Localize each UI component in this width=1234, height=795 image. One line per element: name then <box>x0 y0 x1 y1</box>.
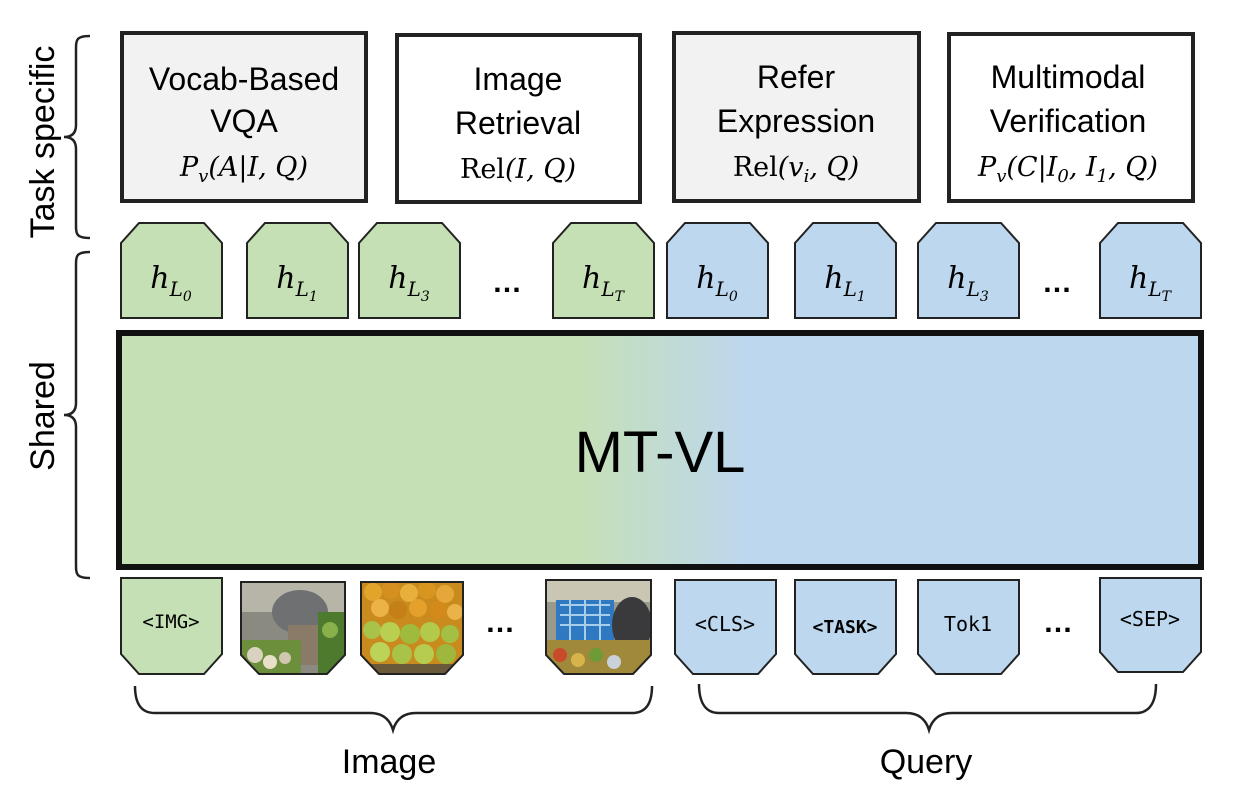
query-brace <box>697 683 1158 735</box>
task-head-formula: Rel(I, Q) <box>460 154 576 185</box>
task-head-vqa: Vocab-Based VQA Pv(A|I, Q) <box>120 31 368 203</box>
input-tokens-image: <IMG> <box>120 577 652 675</box>
img-token <box>120 577 223 675</box>
task-token-label: <TASK> <box>812 617 877 638</box>
task-head-title-line1: Refer <box>757 59 836 95</box>
query-group-label: Query <box>880 743 973 781</box>
tok1-token <box>917 579 1020 675</box>
task-specific-brace <box>63 34 91 240</box>
ellipsis: … <box>1042 266 1072 299</box>
task-head-refer-expression: Refer Expression Rel(vi, Q) <box>672 31 921 203</box>
task-head-title-line1: Multimodal <box>991 59 1146 95</box>
backbone-label: MT-VL <box>575 420 746 485</box>
ellipsis: … <box>492 266 522 299</box>
task-head-title-line1: Image <box>474 61 563 97</box>
cls-token-label: <CLS> <box>695 612 755 636</box>
image-group-label: Image <box>342 743 437 781</box>
task-head-title-line1: Vocab-Based <box>149 61 339 97</box>
sep-token <box>1099 577 1202 673</box>
hidden-state-token <box>666 222 769 319</box>
task-head-formula: Rel(vi, Q) <box>733 152 859 187</box>
ellipsis: … <box>1043 606 1073 639</box>
ellipsis: … <box>485 606 515 639</box>
task-head-title-line2: VQA <box>210 103 278 139</box>
tok1-token-label: Tok1 <box>944 612 992 636</box>
task-head-image-retrieval: Image Retrieval Rel(I, Q) <box>395 33 642 204</box>
shared-label: Shared <box>24 361 62 471</box>
task-specific-label: Task specific <box>24 46 62 239</box>
market-photo-1 <box>240 581 346 675</box>
market-photo-2 <box>360 581 464 675</box>
shared-brace <box>63 250 91 580</box>
image-brace <box>133 685 654 735</box>
hidden-states-image <box>120 222 655 319</box>
hidden-state-token <box>552 222 655 319</box>
market-photo-3 <box>545 579 652 675</box>
hidden-state-token <box>1099 222 1202 319</box>
hidden-state-token <box>120 222 223 319</box>
hidden-state-token <box>917 222 1020 319</box>
task-head-title-line2: Expression <box>717 103 875 139</box>
input-tokens-query: <CLS> <TASK> Tok1 … <SEP> <box>674 577 1202 675</box>
side-braces <box>63 34 91 580</box>
hidden-states-query <box>666 222 1202 319</box>
bottom-braces <box>133 683 1158 735</box>
hidden-state-token <box>794 222 897 319</box>
task-head-title-line2: Verification <box>990 103 1147 139</box>
cls-token <box>674 579 777 675</box>
img-token-label: <IMG> <box>142 611 199 633</box>
sep-token-label: <SEP> <box>1120 607 1180 631</box>
task-head-multimodal-verification: Multimodal Verification Pv(C|I0, I1, Q) <box>947 32 1195 203</box>
hidden-state-token <box>246 222 349 319</box>
task-head-title-line2: Retrieval <box>455 105 581 141</box>
mt-vl-backbone: MT-VL <box>116 330 1204 570</box>
hidden-state-token <box>358 222 461 319</box>
task-token <box>794 579 897 675</box>
